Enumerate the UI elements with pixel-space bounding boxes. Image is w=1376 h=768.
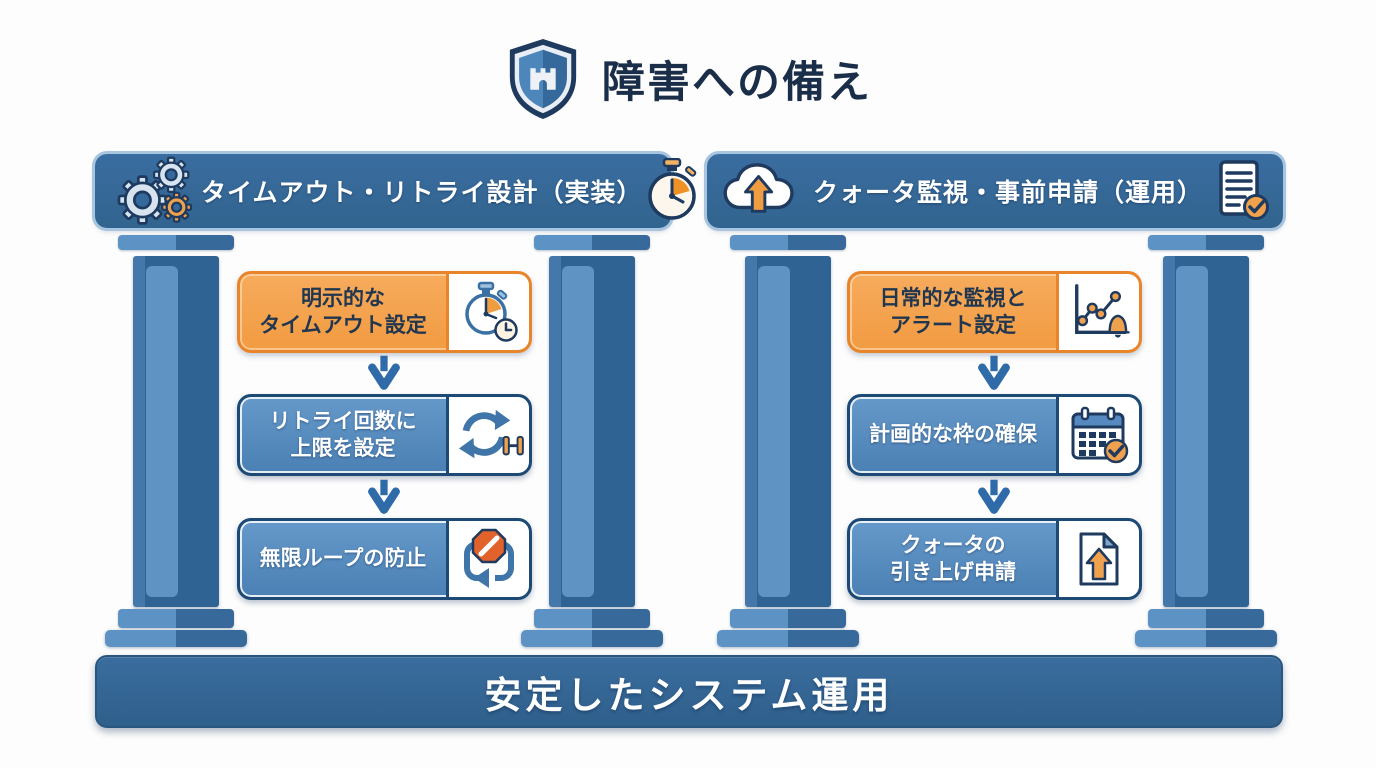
pillar-capital xyxy=(118,235,234,250)
step-prevent-infinite-loop: 無限ループの防止 xyxy=(237,518,532,600)
pillar-base-upper xyxy=(118,609,234,628)
pillar-capital xyxy=(1148,235,1264,250)
timeout-stopwatch-icon xyxy=(465,281,518,342)
pillar-base-upper xyxy=(1148,609,1264,628)
pillar-left-inner xyxy=(521,235,663,655)
footer-label: 安定したシステム運用 xyxy=(484,674,894,716)
page-title: 障害への備え xyxy=(0,34,1376,124)
quota-increase-icon xyxy=(1079,532,1119,586)
step-explicit-timeout: 明示的な タイムアウト設定 xyxy=(237,271,532,353)
step-icon-box xyxy=(1056,521,1139,597)
step-monitoring-alerts: 日常的な監視と アラート設定 xyxy=(847,271,1142,353)
step-icon-box xyxy=(446,274,529,350)
cloud-upload-icon xyxy=(721,161,801,221)
step-label: リトライ回数に 上限を設定 xyxy=(269,409,417,460)
pillar-right-inner xyxy=(717,235,859,655)
column-header-quota: クォータ監視・事前申請（運用） xyxy=(707,154,1283,228)
step-label: 計画的な枠の確保 xyxy=(869,423,1037,447)
pillar-capital xyxy=(534,235,650,250)
pillar-shaft xyxy=(745,256,831,607)
stopwatch-icon xyxy=(643,158,701,224)
pillar-shaft xyxy=(1163,256,1249,607)
pillar-left-outer xyxy=(105,235,247,655)
gears-icon xyxy=(109,155,201,227)
arrow-down-icon xyxy=(978,479,1010,514)
footer-bar: 安定したシステム運用 xyxy=(95,655,1283,728)
column-header-timeout-retry: タイムアウト・リトライ設計（実装） xyxy=(95,154,696,228)
title-text: 障害への備え xyxy=(602,59,872,107)
pillar-right-outer xyxy=(1135,235,1277,655)
shield-castle-icon xyxy=(509,39,577,119)
step-quota-increase-request: クォータの 引き上げ申請 xyxy=(847,518,1142,600)
pillar-shaft xyxy=(133,256,219,607)
stop-loop-icon xyxy=(464,528,514,588)
monitoring-alert-icon xyxy=(1075,284,1130,338)
arrow-down-icon xyxy=(368,479,400,514)
header-label: クォータ監視・事前申請（運用） xyxy=(812,179,1203,207)
step-retry-limit: リトライ回数に 上限を設定 xyxy=(237,394,532,476)
pillar-base-lower xyxy=(105,630,247,647)
header-label: タイムアウト・リトライ設計（実装） xyxy=(201,179,643,207)
step-icon-box xyxy=(1056,397,1139,473)
pillar-shaft xyxy=(549,256,635,607)
pillar-base-upper xyxy=(730,609,846,628)
retry-limit-icon xyxy=(459,409,524,459)
step-secure-quota: 計画的な枠の確保 xyxy=(847,394,1142,476)
step-label: 無限ループの防止 xyxy=(259,547,427,571)
document-check-icon xyxy=(1215,159,1269,223)
arrow-down-icon xyxy=(368,355,400,390)
step-label: 明示的な タイムアウト設定 xyxy=(259,286,427,337)
pillar-base-lower xyxy=(1135,630,1277,647)
pillar-capital xyxy=(730,235,846,250)
arrow-down-icon xyxy=(978,355,1010,390)
pillar-base-lower xyxy=(717,630,859,647)
pillar-base-lower xyxy=(521,630,663,647)
step-icon-box xyxy=(446,397,529,473)
pillar-base-upper xyxy=(534,609,650,628)
calendar-check-icon xyxy=(1071,406,1129,464)
step-label: クォータの 引き上げ申請 xyxy=(890,533,1016,584)
step-label: 日常的な監視と アラート設定 xyxy=(879,286,1027,337)
step-icon-box xyxy=(1056,274,1139,350)
step-icon-box xyxy=(446,521,529,597)
